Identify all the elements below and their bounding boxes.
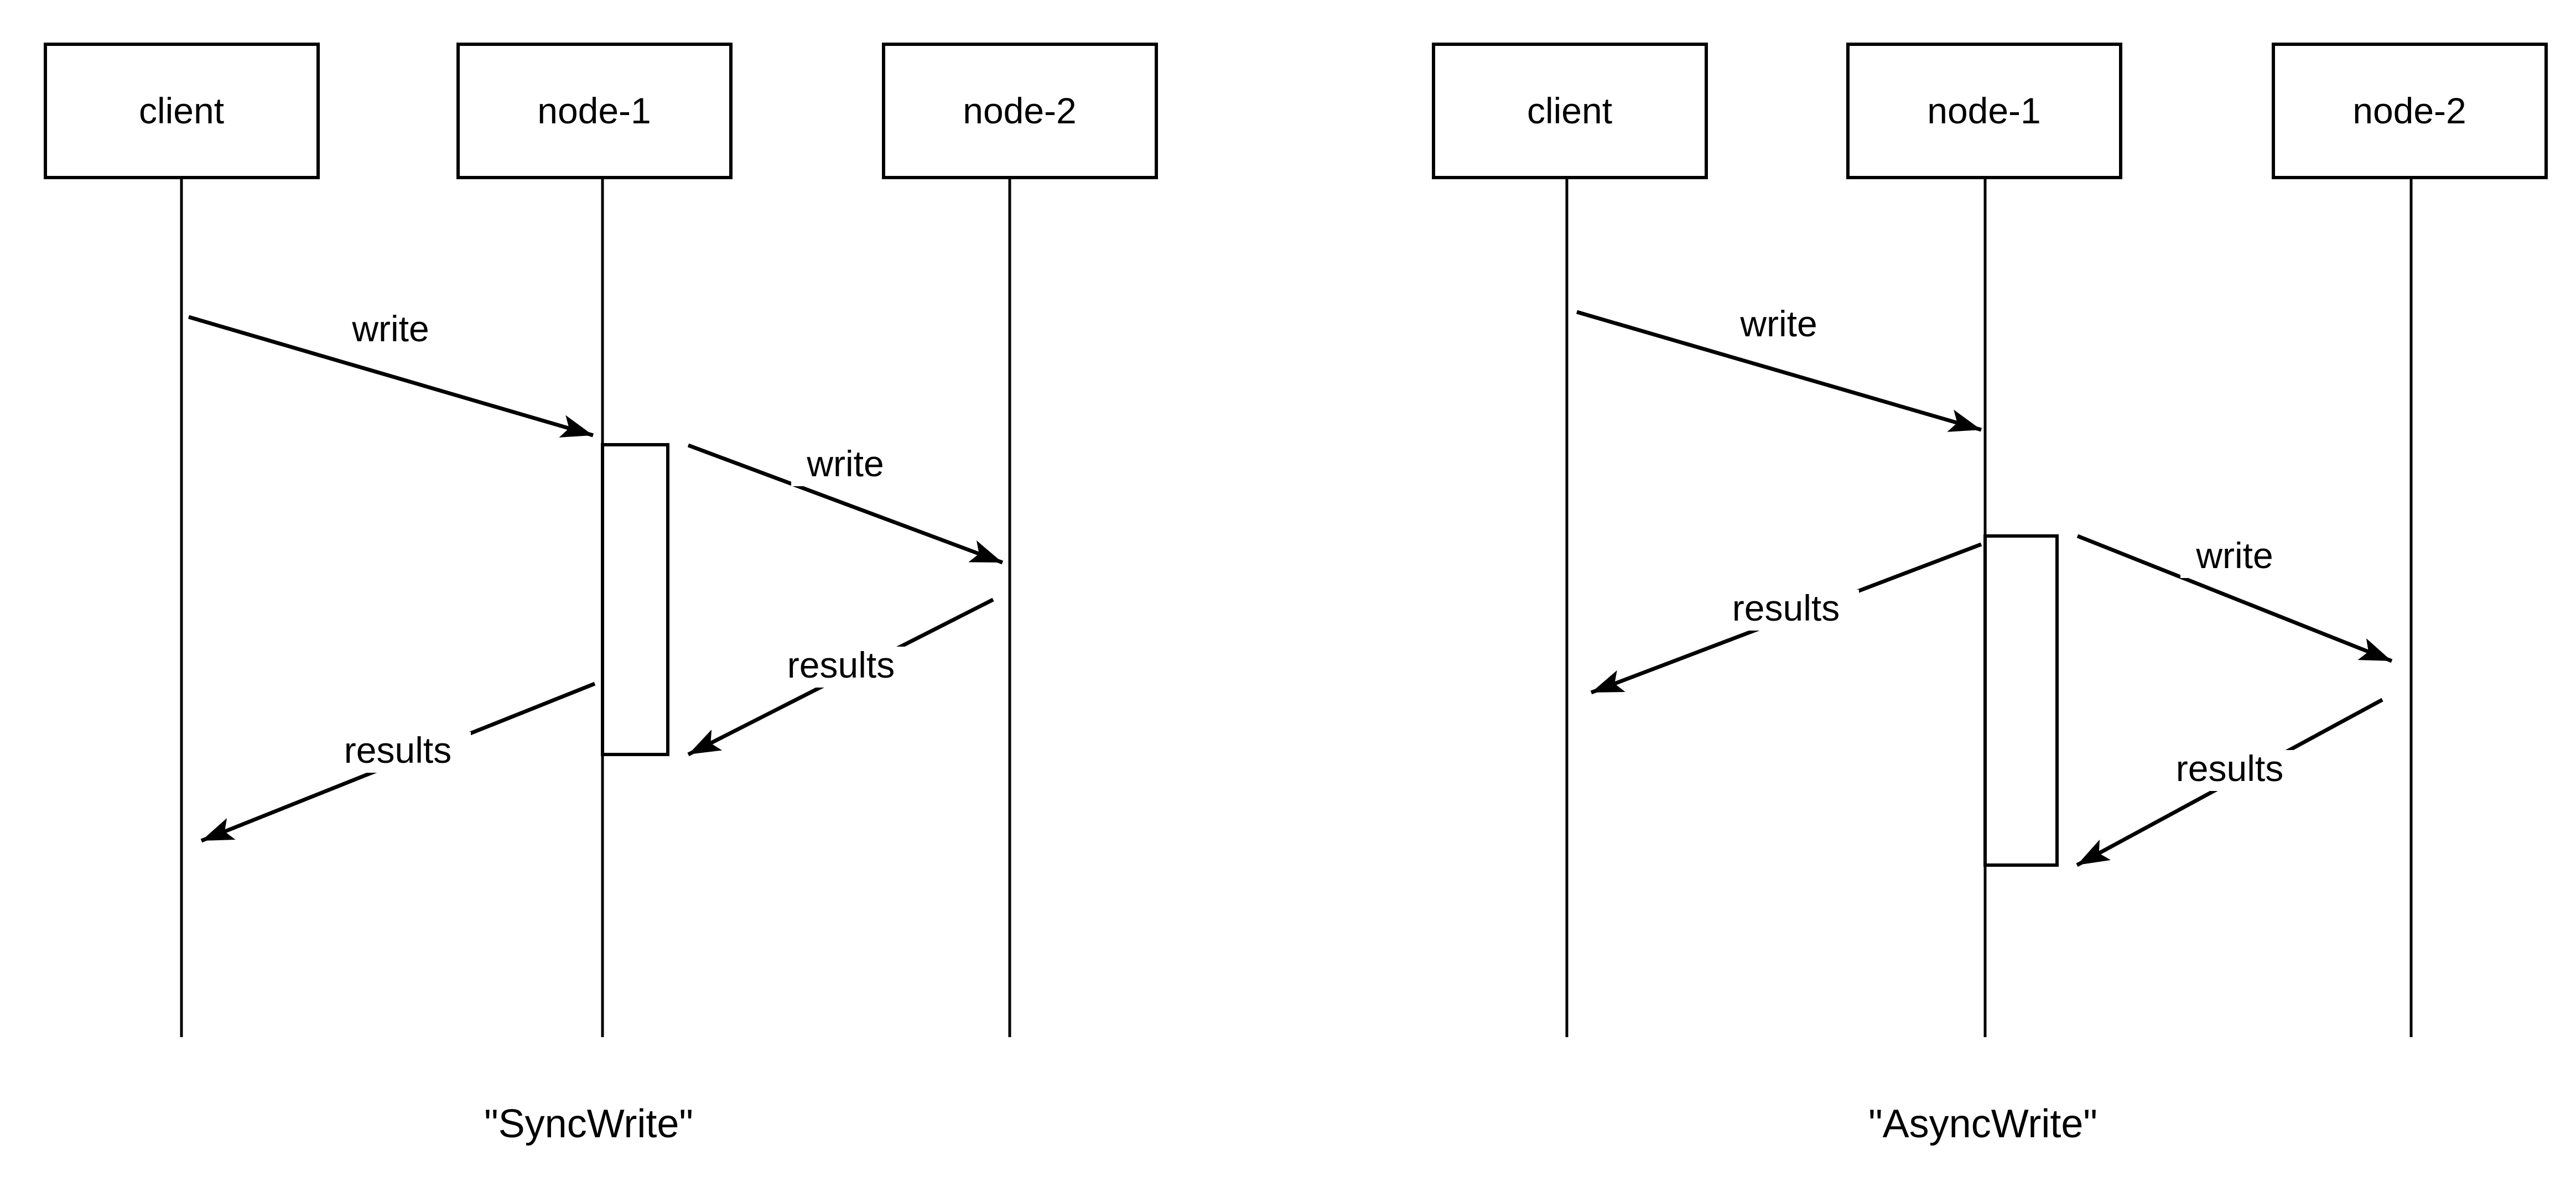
message-label-results: results [2176, 748, 2283, 789]
participant-client[interactable]: client [44, 43, 320, 1037]
diagram-caption-async-write: "AsyncWrite" [1868, 1102, 2097, 1146]
message-label-backdrop [1713, 590, 1859, 631]
message-write-0[interactable]: write [1576, 303, 1982, 432]
participant-box-node-2[interactable] [2272, 43, 2548, 179]
message-line-write [687, 443, 1004, 565]
participant-box-node-1[interactable] [456, 43, 733, 179]
activation-bar-node-1 [601, 443, 669, 756]
message-label-results: results [1732, 587, 1840, 628]
arrow-head-left [688, 730, 723, 754]
arrow-head-right [1947, 409, 1981, 432]
arrow-head-left [1591, 670, 1625, 693]
message-label-results: results [344, 730, 451, 771]
participant-box-client[interactable] [44, 43, 320, 179]
message-label-backdrop [768, 647, 914, 688]
message-line-write [2076, 534, 2393, 663]
message-results-3[interactable]: results [2076, 698, 2383, 867]
arrow-head-right [968, 540, 1003, 563]
message-results-2[interactable]: results [687, 597, 994, 757]
message-write-0[interactable]: write [188, 308, 594, 438]
message-label-backdrop [2157, 750, 2303, 791]
participant-label-client: client [1527, 90, 1612, 131]
participant-box-client[interactable] [1432, 43, 1708, 179]
message-results-3[interactable]: results [200, 681, 596, 843]
participant-label-client: client [139, 90, 224, 131]
participant-label-node-1: node-1 [537, 90, 651, 131]
message-label-backdrop [1725, 305, 1833, 346]
diagram-caption-sync-write: "SyncWrite" [484, 1102, 693, 1146]
message-label-write: write [2195, 535, 2273, 576]
participant-node-2[interactable]: node-2 [882, 43, 1158, 1037]
message-label-write: write [1739, 303, 1817, 344]
message-label-results: results [787, 644, 895, 685]
arrow-head-right [559, 415, 593, 438]
participant-node-2[interactable]: node-2 [2272, 43, 2548, 1037]
participant-label-node-2: node-2 [2352, 90, 2466, 131]
message-line-write [1576, 310, 1982, 432]
activation-bar-node-1 [1983, 534, 2059, 867]
message-label-backdrop [791, 445, 900, 486]
message-label-backdrop [2180, 537, 2289, 578]
sequence-diagram-sync-write: client node-1 node-2 write write results resul… [44, 43, 1158, 1146]
message-write-2[interactable]: write [2076, 534, 2393, 663]
message-label-write: write [806, 443, 884, 484]
message-line-write [188, 315, 594, 438]
participant-box-node-2[interactable] [882, 43, 1158, 179]
sequence-diagram-async-write: client node-1 node-2 write results write resul… [1432, 43, 2548, 1146]
participant-label-node-1: node-1 [1927, 90, 2041, 131]
message-label-backdrop [325, 732, 471, 773]
message-label-write: write [351, 308, 429, 349]
message-results-1[interactable]: results [1590, 542, 1982, 695]
participant-node-1[interactable]: node-1 [1846, 43, 2122, 1037]
message-label-backdrop [336, 310, 445, 351]
arrow-head-left [201, 818, 236, 841]
participant-node-1[interactable]: node-1 [456, 43, 733, 1037]
arrow-head-right [2357, 638, 2392, 661]
participant-client[interactable]: client [1432, 43, 1708, 1037]
arrow-head-left [2077, 839, 2111, 865]
participant-label-node-2: node-2 [963, 90, 1077, 131]
message-write-1[interactable]: write [687, 443, 1004, 565]
